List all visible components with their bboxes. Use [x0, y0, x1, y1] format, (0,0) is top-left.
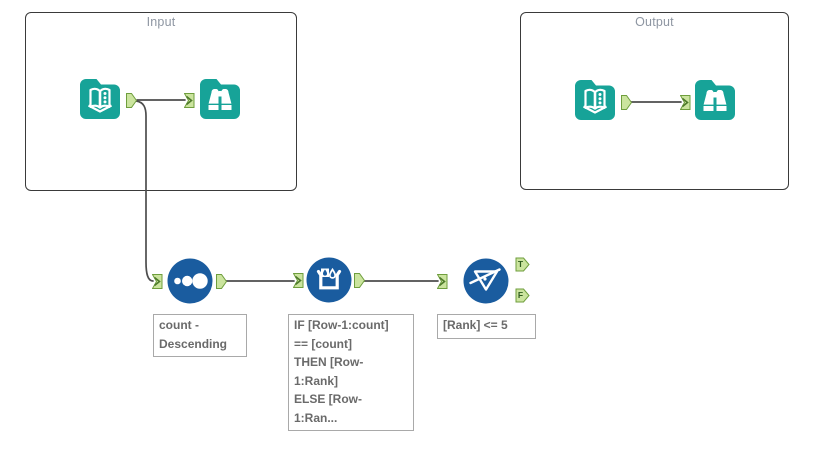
- annotation-multi-row-formula[interactable]: IF [Row-1:count] == [count] THEN [Row- 1…: [288, 314, 414, 431]
- tool-browse-output[interactable]: [693, 78, 737, 122]
- input-data-icon: [80, 79, 120, 119]
- multi-row-formula-icon: [306, 257, 352, 303]
- output-anchor[interactable]: [621, 95, 632, 110]
- tool-multi-row-formula[interactable]: [305, 256, 353, 304]
- container-title-input: Input: [146, 15, 176, 29]
- input-anchor[interactable]: [437, 274, 448, 289]
- container-title-output: Output: [635, 15, 674, 29]
- filter-true-anchor[interactable]: T: [515, 257, 530, 272]
- input-anchor[interactable]: [293, 273, 304, 288]
- filter-true-label: T: [517, 259, 524, 269]
- output-anchor[interactable]: [354, 273, 365, 288]
- filter-false-anchor[interactable]: F: [515, 288, 530, 303]
- input-anchor[interactable]: [184, 93, 195, 108]
- input-anchor[interactable]: [680, 95, 691, 110]
- tool-output-data[interactable]: [573, 78, 617, 122]
- input-anchor[interactable]: [152, 274, 163, 289]
- filter-icon: [463, 258, 509, 304]
- input-data-icon: [575, 80, 615, 120]
- tool-filter[interactable]: [462, 257, 510, 305]
- tool-browse-input[interactable]: [198, 77, 242, 121]
- tool-container-input[interactable]: Input: [25, 12, 297, 191]
- output-anchor[interactable]: [126, 93, 137, 108]
- tool-sort[interactable]: [166, 257, 214, 305]
- annotation-filter[interactable]: [Rank] <= 5: [437, 314, 536, 339]
- tool-container-output[interactable]: Output: [520, 12, 789, 190]
- sort-icon: [167, 258, 213, 304]
- annotation-sort[interactable]: count - Descending: [153, 314, 247, 357]
- browse-icon: [695, 80, 735, 120]
- output-anchor[interactable]: [216, 274, 227, 289]
- filter-false-label: F: [517, 290, 524, 300]
- browse-icon: [200, 79, 240, 119]
- tool-input-data[interactable]: [78, 77, 122, 121]
